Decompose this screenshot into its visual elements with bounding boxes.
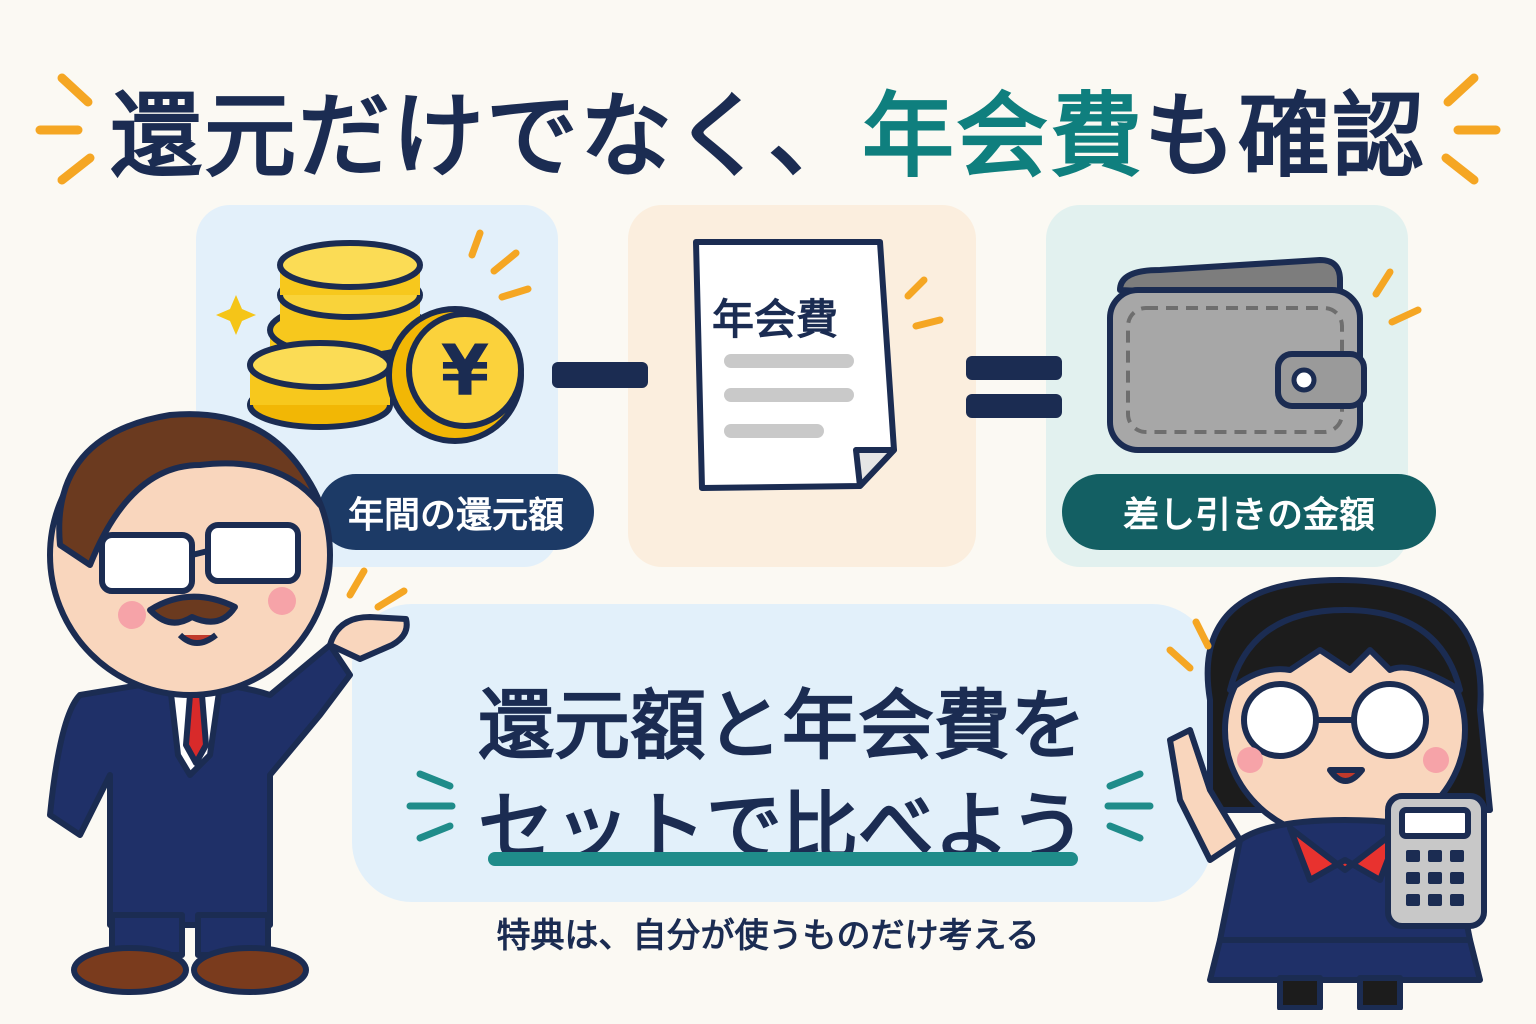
wallet-icon — [1107, 257, 1422, 453]
title-part1: 還元だけでなく、 — [109, 83, 862, 190]
coins-yen-icon: ¥ — [216, 229, 532, 444]
document-title: 年会費 — [712, 295, 839, 344]
title-highlight: 年会費 — [861, 83, 1144, 190]
wallet-label: 差し引きの金額 — [1062, 474, 1436, 550]
minus-operator — [552, 362, 648, 388]
student-character — [1166, 577, 1493, 1010]
coin-yen-symbol: ¥ — [441, 330, 490, 412]
note-text: 特典は、自分が使うものだけ考える — [496, 916, 1040, 956]
message-underline — [488, 852, 1078, 866]
message-line1: 還元額と年会費を — [478, 681, 1086, 770]
page-title: 還元だけでなく、年会費も確認 — [0, 62, 1536, 195]
equals-operator-top — [966, 356, 1062, 380]
title-sparkles — [35, 73, 1501, 185]
title-part2: も確認 — [1144, 83, 1427, 190]
coins-label: 年間の還元額 — [318, 474, 594, 550]
businessman-character — [47, 411, 410, 995]
document-icon — [693, 239, 944, 491]
equals-operator-bottom — [966, 394, 1062, 418]
message-accent-strokes — [406, 770, 1154, 842]
